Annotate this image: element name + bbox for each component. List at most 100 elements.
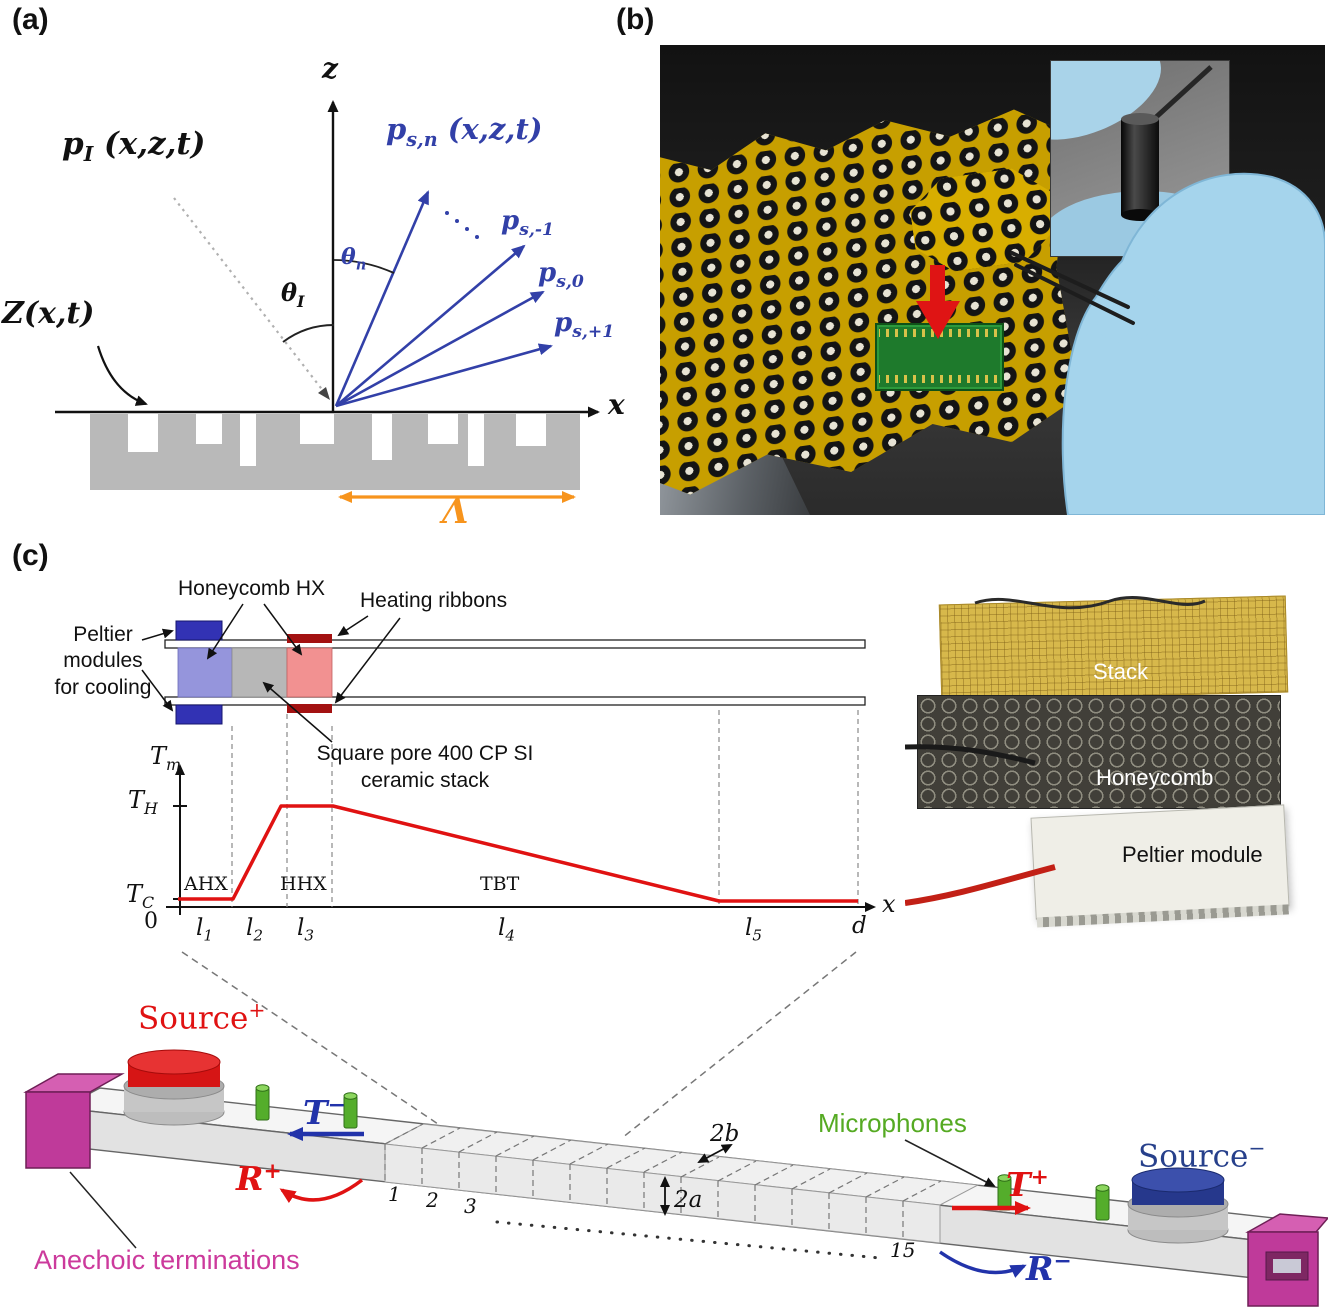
graph-origin-label: 0 [144,909,158,934]
segment-15-label: 15 [890,1238,916,1262]
photo-overlay-graphics [916,172,1325,515]
scattered-minus1-label: ps,-1 [501,206,554,241]
region-tbt-label: TBT [480,873,520,895]
black-wire [905,744,1036,766]
width-2b-arrow [697,1144,733,1163]
l2-label: l2 [246,915,264,945]
anechoic-termination-left [25,1091,91,1169]
segment-1-label: 1 [388,1182,401,1206]
panel-a-graphics [55,100,600,503]
surface-grooves [128,414,546,466]
microphones-label: Microphones [818,1108,967,1138]
panel-b-photo [660,45,1325,515]
r-backward-label: R− [1026,1249,1072,1288]
panel-c-label: (c) [12,539,49,572]
anechoic-terminations-label: Anechoic terminations [34,1245,300,1275]
r-forward-label: R+ [236,1159,282,1198]
temperature-graph [166,710,876,915]
t-cold-label: TC [126,880,155,912]
anechoic-pointer [69,1171,137,1249]
theta-incident-label: θI [281,278,305,311]
heating-ribbon-top [287,634,332,643]
l4-label: l4 [498,915,516,945]
tube-upper-wall [164,639,866,649]
callout-arrows [141,603,401,743]
sample-top-divisions [384,1123,942,1202]
incident-pressure-label: pI (x,z,t) [62,126,206,167]
peltier-module-top [175,620,223,641]
scattered-0-label: ps,0 [538,258,584,293]
red-placement-arrow [916,265,960,339]
termination-slot-inner [1273,1259,1301,1273]
surface-pointer-arrow [96,345,148,406]
tube-lower-wall [164,696,866,706]
scattered-plus1-label: ps,+1 [554,308,615,343]
period-lambda-label: Λ [442,492,469,532]
scattered-arrows [334,190,553,408]
peltier-photo-label: Peltier module [1122,842,1263,867]
graph-y-axis-label: Tm [150,742,182,774]
segment-dots [495,1220,882,1260]
region-hhx-label: HHX [280,873,327,895]
panel-c-graphics [23,603,1328,1307]
inset-cylinder-top [1121,113,1159,125]
theta-n-label: θn [341,244,367,274]
theta-n-arc [333,259,395,274]
red-wire [905,864,1056,906]
glove-fingertip [1097,291,1163,343]
corrugated-surface [90,414,580,490]
incident-ray [173,197,325,393]
duct-length-label: d [852,913,867,939]
incident-arrowhead [318,387,330,400]
t-backward-label: T− [303,1093,346,1132]
segment-3-label: 3 [464,1194,477,1218]
t-hot-label: TH [128,786,158,818]
photo-wires [905,596,1206,906]
panel-c-photo [905,595,1310,940]
width-2b-label: 2b [710,1121,740,1147]
height-2a-label: 2a [674,1187,703,1213]
microphones-pointer [904,1139,996,1187]
temperature-profile [178,804,858,903]
ceramic-stack [231,647,288,698]
panel-b-label: (b) [616,3,655,36]
inset-tweezers [1152,65,1213,121]
t-forward-label: T+ [1006,1165,1049,1204]
source-minus-label: Source− [1138,1136,1266,1175]
z-axis-label: z [322,52,338,85]
microphones-group [255,1084,1110,1221]
tweezers [1010,251,1135,325]
boundary-dashed-lines [231,710,859,907]
r-forward-arrow [279,1178,364,1204]
diffraction-order-dots [445,211,479,239]
scattered-n-label: ps,n (x,z,t) [386,112,543,151]
honeycomb-photo-label: Honeycomb [1096,765,1214,790]
r-backward-arrow [939,1250,1027,1278]
stack-wires [974,596,1206,610]
source-plus-label: Source+ [138,998,266,1037]
graph-x-axis-label: x [882,890,896,918]
segment-2-label: 2 [426,1188,439,1212]
l1-label: l1 [196,915,214,945]
heating-ribbon-bottom [287,704,332,713]
tube-schematic [141,603,866,743]
l5-label: l5 [745,915,763,945]
source-minus-speaker [1127,1167,1229,1244]
surface-impedance-label: Z(x,t) [2,296,95,331]
honeycomb-hx-label: Honeycomb HX [178,577,326,600]
l3-label: l3 [297,915,315,945]
source-plus-speaker [123,1049,225,1126]
waveguide [23,1049,1328,1307]
panel-a-label: (a) [12,3,49,36]
peltier-module-bottom [175,704,223,725]
ambient-heat-exchanger [177,647,233,698]
inset-cylinder [1121,119,1159,215]
glove [1061,172,1325,515]
region-ahx-label: AHX [184,873,228,895]
stack-photo-label: Stack [1093,659,1149,684]
heating-ribbons-label: Heating ribbons [360,589,508,612]
theta-i-arc [282,324,335,343]
